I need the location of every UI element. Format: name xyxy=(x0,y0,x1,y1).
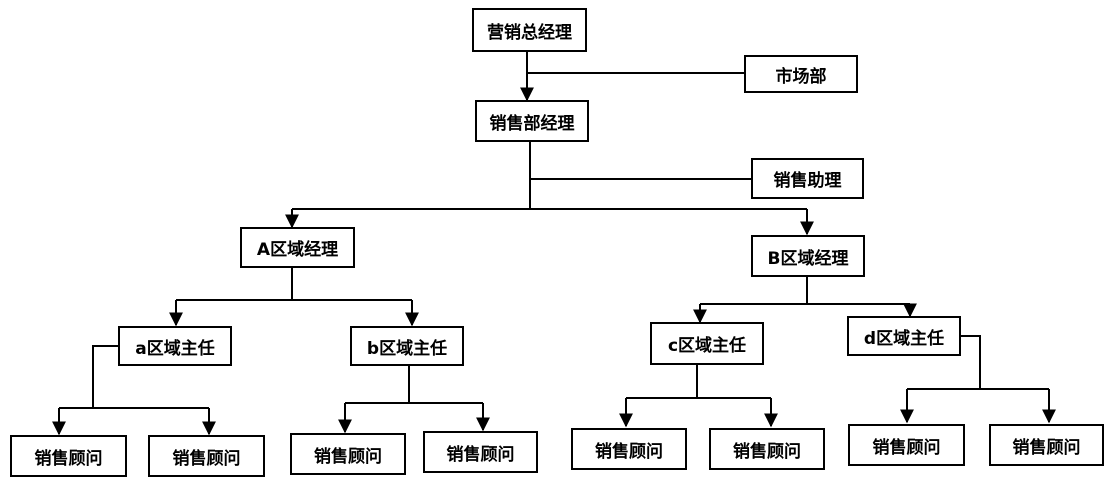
node-sales-department-manager: 销售部经理 xyxy=(475,100,589,142)
node-supervisor-d: d区域主任 xyxy=(847,316,961,356)
node-sales-assistant: 销售助理 xyxy=(751,158,864,199)
node-sales-consultant: 销售顾问 xyxy=(10,435,127,477)
node-supervisor-b: b区域主任 xyxy=(350,326,464,366)
node-marketing-general-manager: 营销总经理 xyxy=(472,8,587,52)
node-region-b-manager: B区域经理 xyxy=(751,235,865,277)
node-sales-consultant: 销售顾问 xyxy=(848,424,965,466)
node-sales-consultant: 销售顾问 xyxy=(989,424,1104,466)
node-marketing-department: 市场部 xyxy=(744,55,858,93)
node-sales-consultant: 销售顾问 xyxy=(148,435,265,477)
node-sales-consultant: 销售顾问 xyxy=(423,431,538,473)
node-supervisor-c: c区域主任 xyxy=(650,322,764,365)
node-region-a-manager: A区域经理 xyxy=(240,227,355,268)
node-sales-consultant: 销售顾问 xyxy=(571,428,687,470)
node-supervisor-a: a区域主任 xyxy=(118,326,232,366)
node-sales-consultant: 销售顾问 xyxy=(290,433,406,475)
node-sales-consultant: 销售顾问 xyxy=(709,428,825,470)
